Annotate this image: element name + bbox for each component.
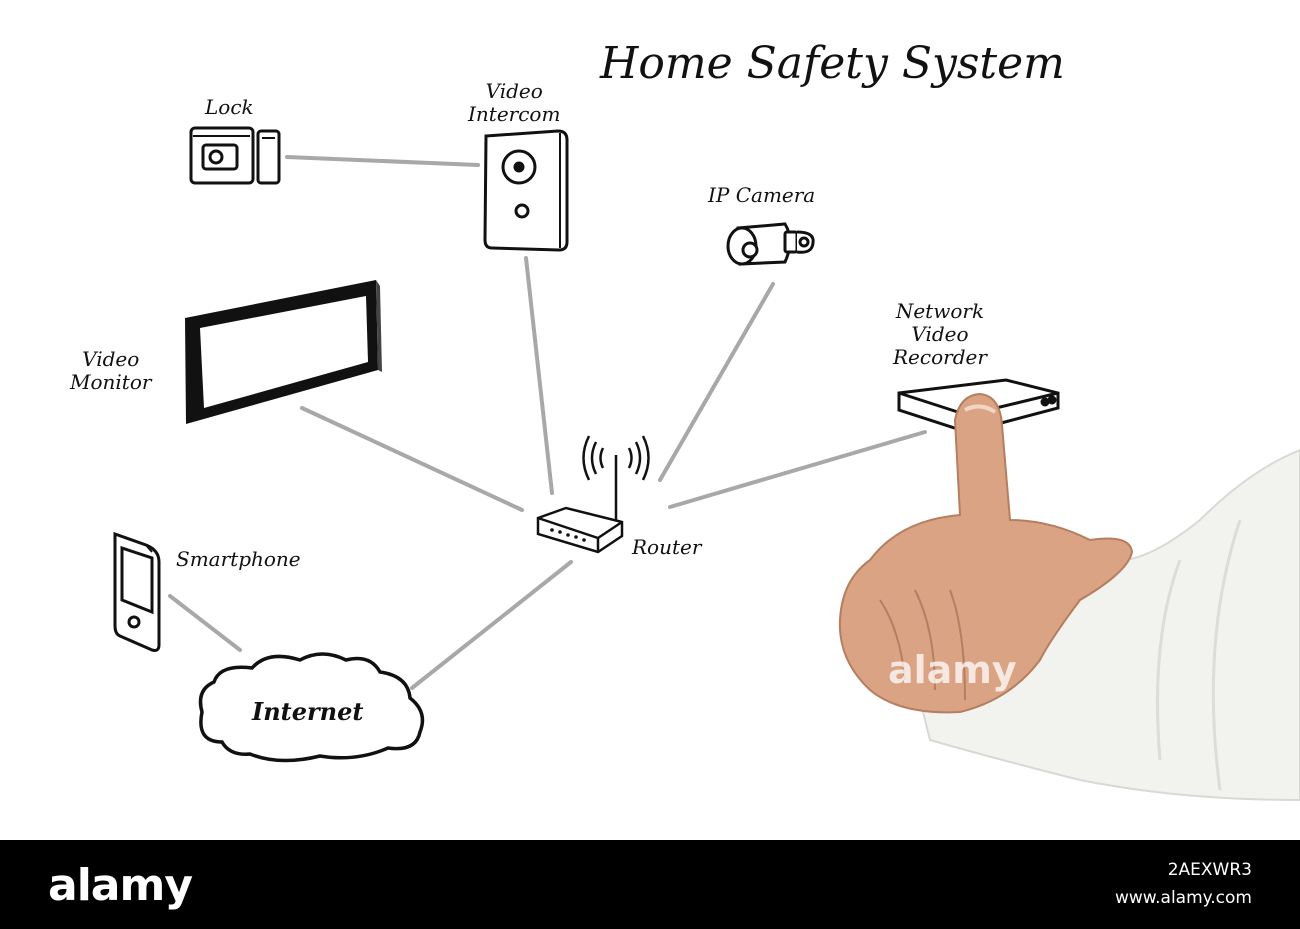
watermark: alamy xyxy=(888,648,1017,692)
label-video-intercom: Video Intercom xyxy=(468,80,560,126)
label-smartphone: Smartphone xyxy=(176,547,301,571)
label-video-monitor: Video Monitor xyxy=(70,348,151,394)
connector-lock-intercom xyxy=(285,155,480,167)
label-nvr-line-1: Network xyxy=(895,299,985,323)
diagram-graphics xyxy=(113,126,1300,802)
ip-camera-icon xyxy=(726,222,815,266)
footer-brand-logo: alamy xyxy=(48,860,193,911)
stock-footer-bar: alamy 2AEXWR3 www.alamy.com xyxy=(0,840,1300,929)
connector-recorder-router xyxy=(668,430,927,509)
connector-intercom-router xyxy=(524,256,554,495)
footer-image-info: 2AEXWR3 www.alamy.com xyxy=(1115,856,1252,912)
label-lock: Lock xyxy=(205,95,254,119)
label-video-monitor-line-2: Monitor xyxy=(70,370,152,394)
router-icon xyxy=(536,435,650,554)
label-internet: Internet xyxy=(252,697,364,726)
label-video-intercom-line-2: Intercom xyxy=(468,102,561,126)
pointing-hand-image xyxy=(838,392,1300,802)
diagram-canvas: Home Safety System Lock Video Intercom I… xyxy=(70,38,1300,802)
connector-monitor-router xyxy=(300,406,524,512)
label-ip-camera: IP Camera xyxy=(708,183,816,207)
smartphone-icon xyxy=(113,531,161,652)
connector-camera-router xyxy=(658,282,775,482)
video-monitor-icon xyxy=(185,280,382,424)
label-nvr-line-2: Video xyxy=(911,322,969,346)
label-router: Router xyxy=(632,535,702,559)
video-intercom-icon xyxy=(483,129,569,252)
lock-icon xyxy=(189,126,281,185)
footer-site-url: www.alamy.com xyxy=(1114,888,1252,908)
label-nvr-line-3: Recorder xyxy=(893,345,987,369)
connector-router-internet xyxy=(410,560,573,690)
label-video-monitor-line-1: Video xyxy=(82,347,140,371)
internet-cloud-icon xyxy=(198,652,425,763)
label-network-video-recorder: Network Video Recorder xyxy=(893,300,987,369)
label-video-intercom-line-1: Video xyxy=(485,79,543,103)
diagram-title: Home Safety System xyxy=(600,38,1065,89)
connector-lines xyxy=(168,155,927,690)
footer-image-id: 2AEXWR3 xyxy=(1167,860,1252,880)
connector-smartphone-internet xyxy=(168,594,242,652)
